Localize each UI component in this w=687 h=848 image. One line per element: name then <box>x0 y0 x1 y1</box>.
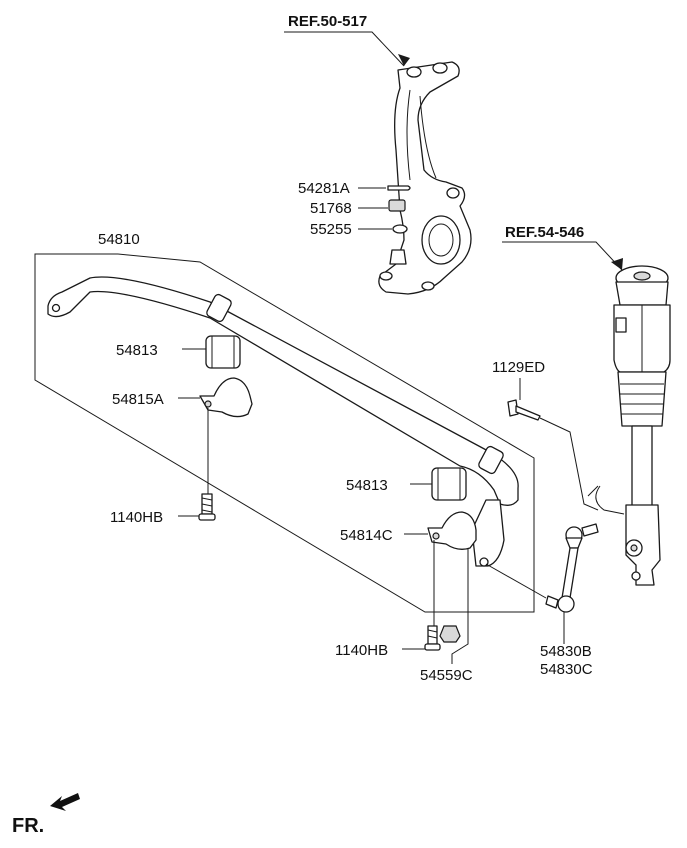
label-washer[interactable]: 55255 <box>310 221 352 238</box>
label-strut-bolt[interactable]: 1129ED <box>492 359 545 376</box>
label-bushing-lower[interactable]: 54813 <box>346 477 388 494</box>
washer <box>392 224 408 234</box>
castle-nut <box>388 199 406 212</box>
direction-label: FR. <box>12 815 44 837</box>
bracket-left <box>199 377 253 418</box>
bolt-right <box>424 625 441 651</box>
steering-knuckle <box>378 61 472 295</box>
leader-lines <box>34 31 623 664</box>
bushing-collar-right <box>478 445 504 475</box>
bushing-lower <box>431 467 467 501</box>
label-bushing-upper[interactable]: 54813 <box>116 342 158 359</box>
strut-assembly <box>613 265 671 586</box>
stabilizer-link <box>545 523 599 613</box>
ref-arrow-strut <box>611 258 623 270</box>
strut-bolt <box>507 399 541 421</box>
label-bolt-left[interactable]: 1140HB <box>110 509 163 526</box>
bushing-upper <box>205 335 241 369</box>
lock-nut <box>439 625 461 643</box>
bolt-left <box>198 493 216 521</box>
sensor-wire <box>587 485 625 515</box>
ref-label-strut[interactable]: REF.54-546 <box>505 224 584 241</box>
cotter-pin <box>387 185 411 191</box>
label-link-c[interactable]: 54830C <box>540 661 593 678</box>
bushing-collar-left <box>206 293 232 323</box>
ref-label-knuckle[interactable]: REF.50-517 <box>288 13 367 30</box>
label-bolt-right[interactable]: 1140HB <box>335 642 388 659</box>
label-cotter-pin[interactable]: 54281A <box>298 180 350 197</box>
label-bracket-left[interactable]: 54815A <box>112 391 164 408</box>
ref-arrow-knuckle <box>398 54 410 66</box>
bracket-right <box>427 511 477 550</box>
front-arrow-icon <box>50 793 80 811</box>
label-stabilizer-bar[interactable]: 54810 <box>98 231 140 248</box>
stabilizer-bar <box>47 276 519 567</box>
label-link-b[interactable]: 54830B <box>540 643 592 660</box>
label-nut[interactable]: 54559C <box>420 667 473 684</box>
label-castle-nut[interactable]: 51768 <box>310 200 352 217</box>
label-bracket-right[interactable]: 54814C <box>340 527 393 544</box>
